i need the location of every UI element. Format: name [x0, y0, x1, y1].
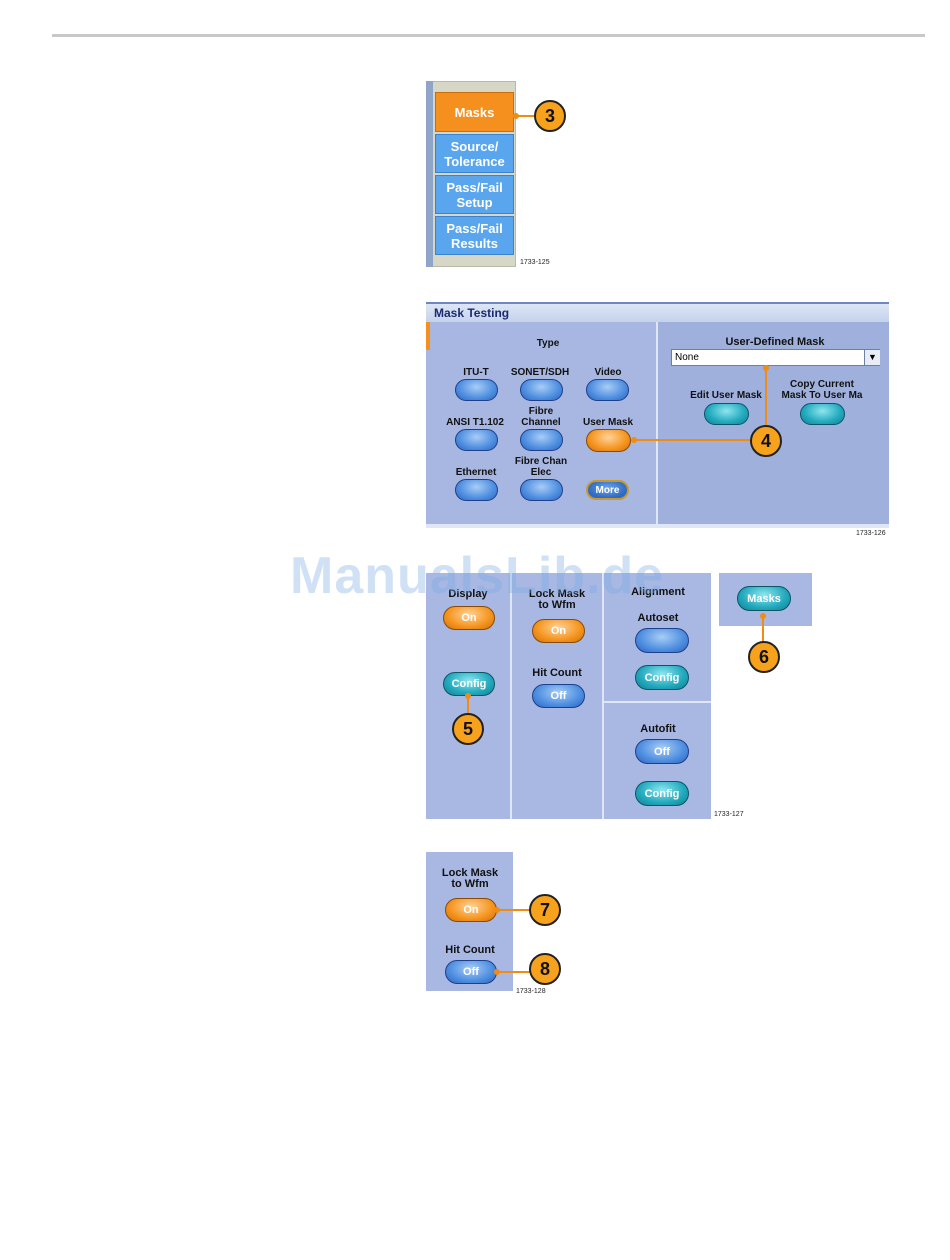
callout-leader — [497, 909, 531, 911]
user-defined-mask-dropdown[interactable]: None — [671, 349, 880, 366]
callout-6: 6 — [748, 641, 780, 673]
figure-id: 1733-126 — [856, 530, 886, 537]
callout-5: 5 — [452, 713, 484, 745]
hit-count-toggle[interactable]: Off — [532, 684, 585, 708]
callout-8: 8 — [529, 953, 561, 985]
alignment-label: Alignment — [631, 586, 685, 598]
side-menu-strip — [426, 81, 433, 267]
hit-count-label: Hit Count — [445, 944, 495, 956]
display-config-button[interactable]: Config — [443, 672, 495, 696]
autofit-label: Autofit — [640, 723, 676, 735]
masks-button[interactable]: Masks — [737, 586, 791, 611]
divider — [602, 573, 604, 819]
lock-mask-label: Lock Mask to Wfm — [528, 588, 586, 611]
type-itu-t-label: ITU-T — [463, 367, 489, 378]
display-label: Display — [448, 588, 488, 600]
user-defined-mask-label: User-Defined Mask — [725, 336, 825, 348]
watermark: ManualsLib.de — [290, 547, 665, 605]
type-video-label: Video — [594, 367, 622, 378]
callout-4: 4 — [750, 425, 782, 457]
type-video-button[interactable] — [586, 379, 629, 401]
lock-mask-toggle[interactable]: On — [445, 898, 497, 922]
callout-leader — [467, 696, 469, 716]
figure-id: 1733-125 — [520, 259, 550, 266]
autofit-config-button[interactable]: Config — [635, 781, 689, 806]
autoset-config-button[interactable]: Config — [635, 665, 689, 690]
panel-title: Mask Testing — [426, 302, 889, 322]
type-ansi-label: ANSI T1.102 — [446, 417, 504, 428]
figure-id: 1733-127 — [714, 811, 744, 818]
type-itu-t-button[interactable] — [455, 379, 498, 401]
copy-current-mask-label: Copy Current Mask To User Ma — [781, 379, 863, 401]
type-ansi-button[interactable] — [455, 429, 498, 451]
type-fibre-channel-button[interactable] — [520, 429, 563, 451]
callout-leader — [765, 368, 767, 426]
type-sonet-label: SONET/SDH — [510, 367, 570, 378]
display-toggle[interactable]: On — [443, 606, 495, 630]
menu-item-pass-fail-results[interactable]: Pass/Fail Results — [435, 216, 514, 255]
panel-bottom — [426, 524, 889, 528]
lock-mask-toggle[interactable]: On — [532, 619, 585, 643]
type-fibre-chan-elec-button[interactable] — [520, 479, 563, 501]
edit-user-mask-button[interactable] — [704, 403, 749, 425]
divider — [510, 573, 512, 819]
divider — [604, 701, 711, 703]
type-user-mask-label: User Mask — [582, 417, 634, 428]
copy-current-mask-button[interactable] — [800, 403, 845, 425]
type-fibre-channel-label: Fibre Channel — [521, 406, 561, 428]
type-label: Type — [536, 338, 560, 349]
type-ethernet-label: Ethernet — [455, 467, 497, 478]
edit-user-mask-label: Edit User Mask — [690, 390, 762, 401]
callout-7: 7 — [529, 894, 561, 926]
menu-item-source-tolerance[interactable]: Source/ Tolerance — [435, 134, 514, 173]
type-ethernet-button[interactable] — [455, 479, 498, 501]
lock-mask-label: Lock Mask to Wfm — [441, 867, 499, 890]
autoset-button[interactable] — [635, 628, 689, 653]
callout-leader — [497, 971, 531, 973]
tab-marker — [426, 322, 430, 350]
figure-id: 1733-128 — [516, 988, 546, 995]
autofit-toggle[interactable]: Off — [635, 739, 689, 764]
callout-leader — [762, 616, 764, 642]
type-user-mask-button[interactable] — [586, 429, 631, 452]
callout-anchor — [465, 693, 471, 699]
hit-count-label: Hit Count — [532, 667, 582, 679]
menu-item-masks[interactable]: Masks — [435, 92, 514, 132]
chevron-down-icon[interactable]: ▼ — [864, 350, 880, 365]
type-sonet-button[interactable] — [520, 379, 563, 401]
header-rule — [52, 34, 925, 37]
autoset-label: Autoset — [637, 612, 679, 624]
menu-item-pass-fail-setup[interactable]: Pass/Fail Setup — [435, 175, 514, 214]
more-button[interactable]: More — [586, 480, 629, 500]
callout-leader — [516, 115, 536, 117]
type-fibre-chan-elec-label: Fibre Chan Elec — [514, 456, 568, 478]
hit-count-toggle[interactable]: Off — [445, 960, 497, 984]
callout-3: 3 — [534, 100, 566, 132]
callout-leader — [634, 439, 752, 441]
